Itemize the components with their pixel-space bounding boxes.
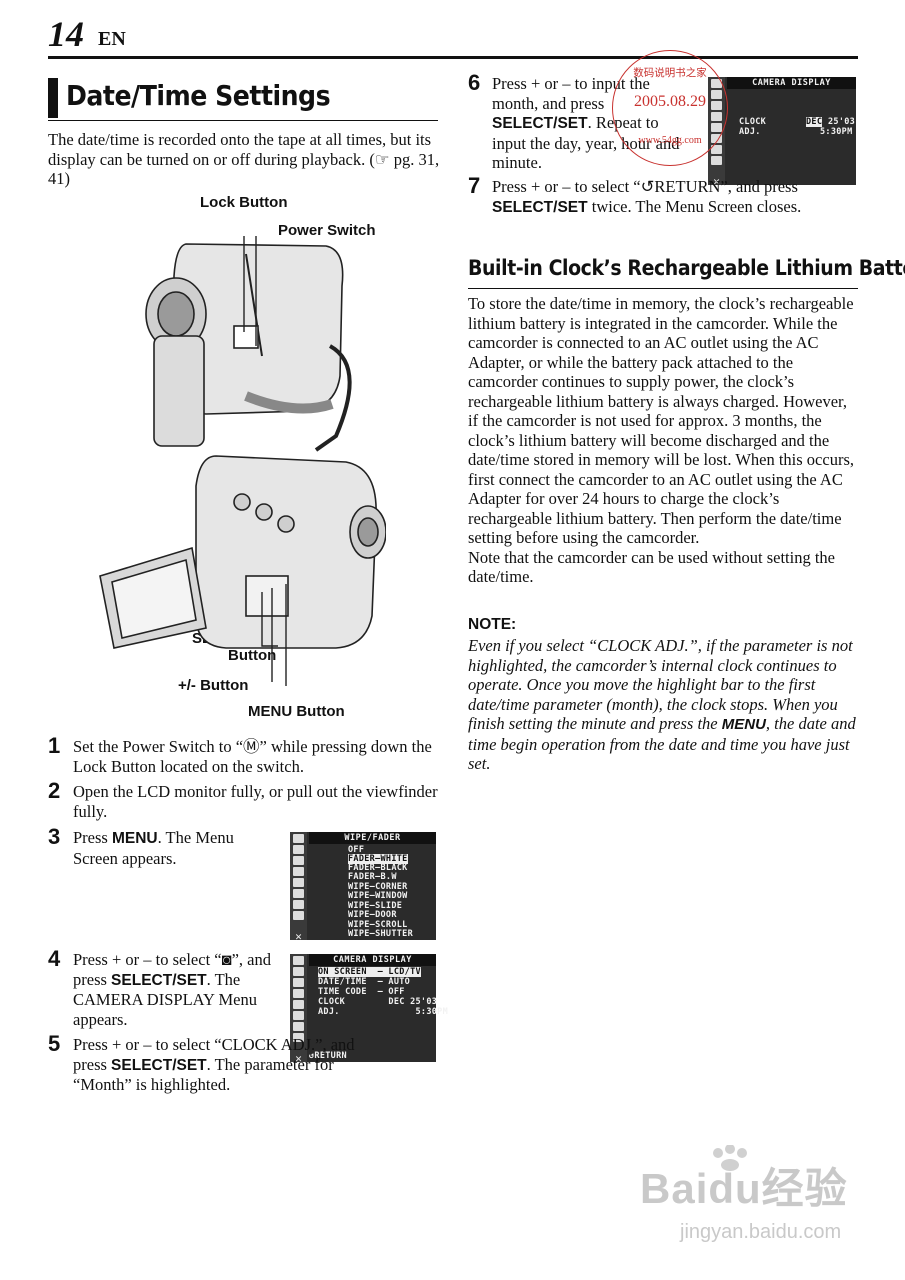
language-tag: EN: [98, 28, 126, 50]
step-3-text: Press MENU. The Menu Screen appears.: [73, 828, 234, 868]
camera-display-screen: ✕ CAMERA DISPLAY ON SCREEN – LCD/TV DATE…: [290, 954, 448, 1064]
step-7-text: Press + or – to select “↺RETURN”, and pr…: [492, 177, 802, 216]
title-bar-marker: [48, 78, 58, 118]
callout-lock-button: Lock Button: [200, 194, 288, 211]
camera-display-row-selected: ON SCREEN – LCD/TV: [318, 967, 421, 977]
battery-title-rule: [468, 288, 858, 289]
camera-display-return: ↺RETURN: [309, 1051, 347, 1061]
wipe-item: WIPE–DOOR: [348, 910, 397, 920]
battery-paragraph: To store the date/time in memory, the cl…: [468, 294, 854, 586]
step-2-number: 2: [48, 778, 61, 803]
step-5-text: Press + or – to select “CLOCK ADJ.”, and…: [73, 1035, 355, 1094]
wipe-item: FADER–B.W: [348, 872, 397, 882]
wipe-item: WIPE–CORNER: [348, 882, 408, 892]
paw-icon: [713, 1145, 747, 1171]
wipe-item: OFF: [348, 845, 365, 855]
clock-adj-label: ADJ.: [739, 127, 761, 137]
clock-screen-caption: CAMERA DISPLAY: [727, 77, 856, 89]
wipe-item: WIPE–SLIDE: [348, 901, 403, 911]
menu-icon-column: ✕: [290, 832, 307, 942]
wipe-fader-caption: WIPE/FADER: [309, 832, 436, 844]
title-rule: [48, 120, 438, 121]
callout-menu-button: MENU Button: [248, 703, 345, 720]
step-6-number: 6: [468, 70, 481, 95]
wipe-fader-screen: ✕ WIPE/FADER OFF FADER–WHITE FADER–BLACK…: [290, 832, 436, 942]
clock-month-highlight: DEC: [806, 117, 823, 127]
camcorder-illustration: [99, 236, 386, 686]
callout-power-switch: Power Switch: [278, 222, 376, 239]
clock-adjust-screen: ✕ CAMERA DISPLAY CLOCK DEC 25'03 ADJ. 5:…: [708, 77, 856, 187]
wipe-item: WIPE–WINDOW: [348, 891, 408, 901]
callout-plus-minus: +/- Button: [178, 677, 249, 694]
step-5-number: 5: [48, 1031, 61, 1056]
red-stamp: 数码说明书之家 2005.08.29 www.54gg.com: [612, 50, 728, 166]
camera-display-row: DATE/TIME – AUTO: [318, 977, 411, 987]
step-7-number: 7: [468, 173, 481, 198]
battery-section-title: Built-in Clock’s Rechargeable Lithium Ba…: [468, 256, 905, 280]
header-rule: [48, 56, 858, 59]
camera-display-row: TIME CODE – OFF: [318, 987, 405, 997]
step-4-text: Press + or – to select “◙”, and press SE…: [73, 950, 271, 1029]
clock-time-value: 5:30PM: [820, 127, 853, 137]
section-title: Date/Time Settings: [66, 79, 331, 112]
camera-display-row: ADJ. 5:30PM: [318, 1007, 449, 1017]
camera-display-row: CLOCK DEC 25'03: [318, 997, 438, 1007]
step-1-text: Set the Power Switch to “Ⓜ” while pressi…: [73, 737, 432, 776]
intro-paragraph: The date/time is recorded onto the tape …: [48, 130, 440, 188]
step-3-number: 3: [48, 824, 61, 849]
menu-icon-column: ✕: [290, 954, 307, 1064]
note-heading: NOTE:: [468, 616, 517, 633]
clock-label: CLOCK: [739, 117, 767, 127]
camera-display-caption: CAMERA DISPLAY: [309, 954, 436, 966]
step-1-number: 1: [48, 733, 61, 758]
callout-select-set-2: Button: [228, 647, 277, 664]
wipe-item: FADER–BLACK: [348, 863, 408, 873]
note-text: Even if you select “CLOCK ADJ.”, if the …: [468, 636, 856, 773]
clock-date-value: 25'03: [828, 117, 856, 127]
wipe-item-selected: FADER–WHITE: [348, 854, 408, 864]
step-2-text: Open the LCD monitor fully, or pull out …: [73, 782, 438, 821]
wipe-item: WIPE–SCROLL: [348, 920, 408, 930]
step-4-number: 4: [48, 946, 61, 971]
baidu-watermark: Baidu经验 jingyan.baidu.com: [640, 1145, 870, 1255]
wipe-item: WIPE–SHUTTER: [348, 929, 414, 939]
page-number: 14: [48, 14, 84, 54]
